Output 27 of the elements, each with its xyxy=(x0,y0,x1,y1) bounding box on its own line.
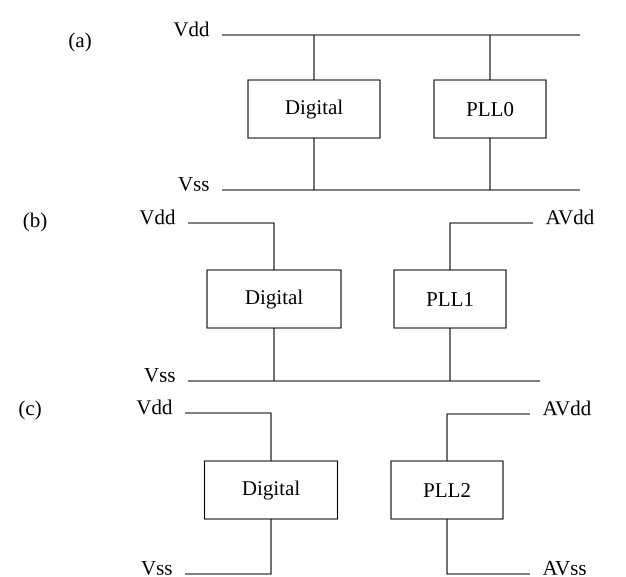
rail-label: AVdd xyxy=(546,210,594,224)
rail-label: Vss xyxy=(141,560,172,576)
rail-label: Vdd xyxy=(140,210,176,224)
wire xyxy=(185,412,272,460)
panel-label: (c) xyxy=(19,400,41,420)
wire xyxy=(185,520,272,575)
wire xyxy=(449,222,533,270)
wire xyxy=(188,222,275,270)
block-box: Digital xyxy=(247,79,381,139)
rail-label: Vss xyxy=(144,368,175,382)
wire xyxy=(446,413,530,460)
block-box: PLL1 xyxy=(393,269,507,329)
block-box: Digital xyxy=(204,460,338,520)
block-box: PLL0 xyxy=(433,79,547,139)
rail-label: Vdd xyxy=(174,22,210,36)
rail-label: Vdd xyxy=(136,400,172,414)
rail-label: Vss xyxy=(178,176,209,192)
wire xyxy=(222,34,491,80)
wire xyxy=(222,138,491,191)
rail-label: AVdd xyxy=(542,400,591,416)
block-box: PLL2 xyxy=(390,460,504,520)
wire xyxy=(188,328,451,382)
block-box: Digital xyxy=(206,269,342,329)
panel-label: (b) xyxy=(24,212,46,232)
rail-label: AVss xyxy=(542,560,586,576)
panel-label: (a) xyxy=(69,32,91,52)
wire xyxy=(446,520,530,575)
